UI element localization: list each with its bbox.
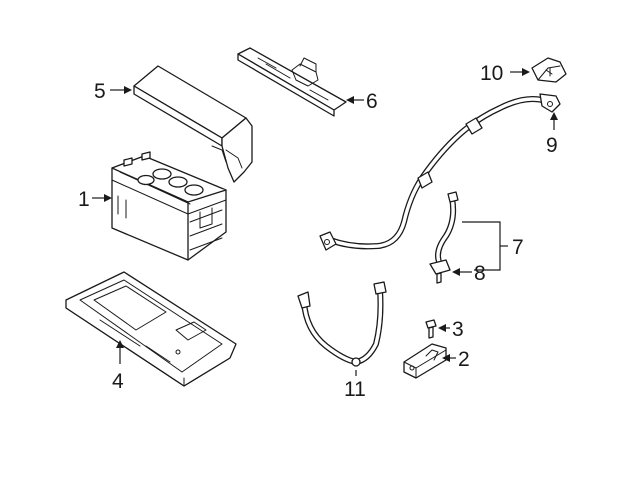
callout-3: 3: [452, 318, 464, 341]
part-5-battery-cover[interactable]: [133, 65, 253, 183]
callout-5: 5: [94, 80, 106, 103]
callout-4: 4: [112, 370, 124, 393]
callout-11: 11: [344, 378, 366, 401]
callout-8: 8: [474, 262, 486, 285]
part-10-terminal-cap[interactable]: [531, 57, 567, 83]
part-6-hold-down-bracket[interactable]: [237, 47, 347, 117]
part-9-positive-cable[interactable]: [319, 93, 561, 251]
callout-10: 10: [480, 62, 503, 85]
callout-7: 7: [512, 236, 524, 259]
part-8-ground-cable[interactable]: [429, 191, 459, 284]
part-3-bolt[interactable]: [425, 319, 437, 339]
callout-6: 6: [366, 90, 378, 113]
part-4-battery-tray[interactable]: [65, 271, 237, 387]
part-2-bracket[interactable]: [403, 343, 447, 379]
part-1-battery[interactable]: [111, 151, 227, 261]
callout-9: 9: [546, 134, 558, 157]
part-11-cable[interactable]: [297, 281, 387, 367]
callout-labels: 1 2 3 4 5 6 7 8 9 10 11: [78, 62, 558, 401]
callout-2: 2: [458, 348, 470, 371]
leader-lines: [92, 68, 558, 376]
callout-1: 1: [78, 188, 90, 211]
